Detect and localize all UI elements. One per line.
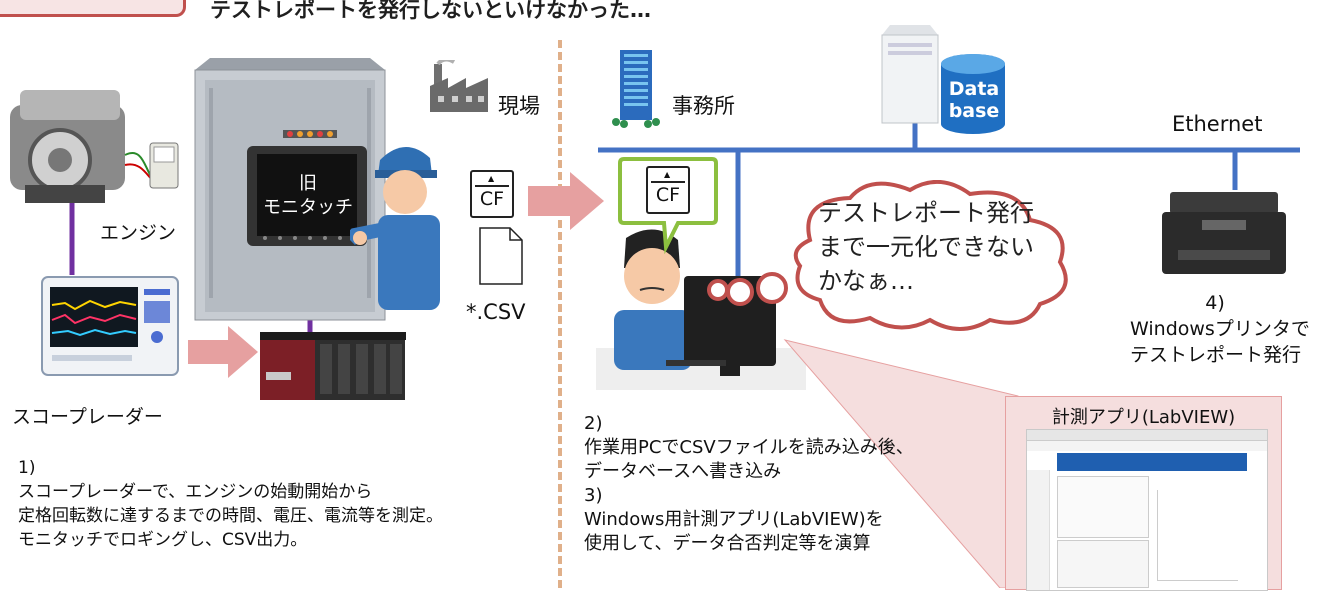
- step1-num: 1): [18, 458, 36, 478]
- thought-line2: まで一元化できない: [818, 233, 1034, 261]
- arrow-icon: [188, 326, 258, 378]
- step2-num: 2): [584, 413, 603, 434]
- worker-icon: [350, 146, 440, 310]
- step3-line1: Windows用計測アプリ(LabVIEW)を: [584, 509, 884, 530]
- monitor-screen-line2: モニタッチ: [263, 197, 353, 218]
- monitor-screen-line1: 旧: [299, 173, 317, 194]
- monitor-screen-text: 旧 モニタッチ: [258, 172, 358, 220]
- db-line2: base: [948, 100, 1000, 122]
- step1-note: 1) スコープレーダーで、エンジンの始動開始から 定格回転数に達するまでの時間、…: [18, 456, 443, 552]
- thought-cloud-icon: [707, 180, 1068, 331]
- db-line1: Data: [948, 78, 1000, 100]
- thought-line3: かなぁ…: [818, 267, 914, 295]
- office-building-icon: [612, 50, 660, 128]
- step4-line2: テストレポート発行: [1130, 344, 1302, 366]
- database-icon: [941, 54, 1005, 134]
- cf-label-right: CF: [655, 184, 681, 206]
- step1-line2: 定格回転数に達するまでの時間、電圧、電流等を測定。: [18, 506, 443, 526]
- arrow-icon: [528, 172, 604, 230]
- cf-card-icon: ▲CF: [646, 166, 690, 214]
- step2-line2: データベースへ書き込み: [584, 461, 782, 482]
- csv-label: *.CSV: [466, 300, 526, 324]
- step23-note: 2) 作業用PCでCSVファイルを読み込み後、 データベースへ書き込み 3) W…: [584, 412, 914, 556]
- ethernet-label: Ethernet: [1172, 112, 1263, 136]
- step3-line2: 使用して、データ合否判定等を演算: [584, 533, 871, 554]
- step1-line1: スコープレーダーで、エンジンの始動開始から: [18, 482, 373, 502]
- printer-icon: [1162, 192, 1286, 274]
- site-label: 現場: [498, 94, 540, 118]
- app-panel: 計測アプリ(LabVIEW): [1005, 396, 1282, 591]
- scope-recorder-icon: [41, 276, 179, 376]
- office-worker-icon: [596, 229, 806, 390]
- step4-line1: Windowsプリンタで: [1130, 318, 1310, 340]
- headline: テストレポートを発行しないといけなかった…: [210, 0, 651, 22]
- tab-corner: [0, 0, 186, 17]
- step2-line1: 作業用PCでCSVファイルを読み込み後、: [584, 437, 914, 458]
- step4-note: 4) Windowsプリンタで テストレポート発行: [1130, 290, 1310, 368]
- cf-label: CF: [479, 188, 505, 210]
- step3-num: 3): [584, 485, 603, 506]
- office-label: 事務所: [672, 94, 735, 118]
- section-divider: [558, 40, 562, 588]
- csv-file-icon: [479, 227, 523, 285]
- app-panel-title: 計測アプリ(LabVIEW): [1051, 407, 1236, 428]
- monitor-cabinet-icon: [194, 58, 386, 321]
- step1-line3: モニタッチでロギングし、CSV出力。: [18, 530, 308, 550]
- plc-icon: [260, 332, 406, 400]
- cf-card-icon: ▲CF: [470, 170, 514, 218]
- engine-icon: [10, 90, 179, 203]
- database-text: Data base: [946, 78, 1002, 122]
- thought-line1: テストレポート発行: [818, 199, 1034, 227]
- engine-label: エンジン: [100, 222, 177, 244]
- scope-label: スコープレーダー: [12, 406, 163, 428]
- server-icon: [881, 25, 939, 124]
- step4-num: 4): [1205, 292, 1225, 314]
- factory-icon: [430, 60, 488, 112]
- thought-text: テストレポート発行 まで一元化できない かなぁ…: [818, 196, 1034, 298]
- app-screenshot: [1026, 429, 1268, 591]
